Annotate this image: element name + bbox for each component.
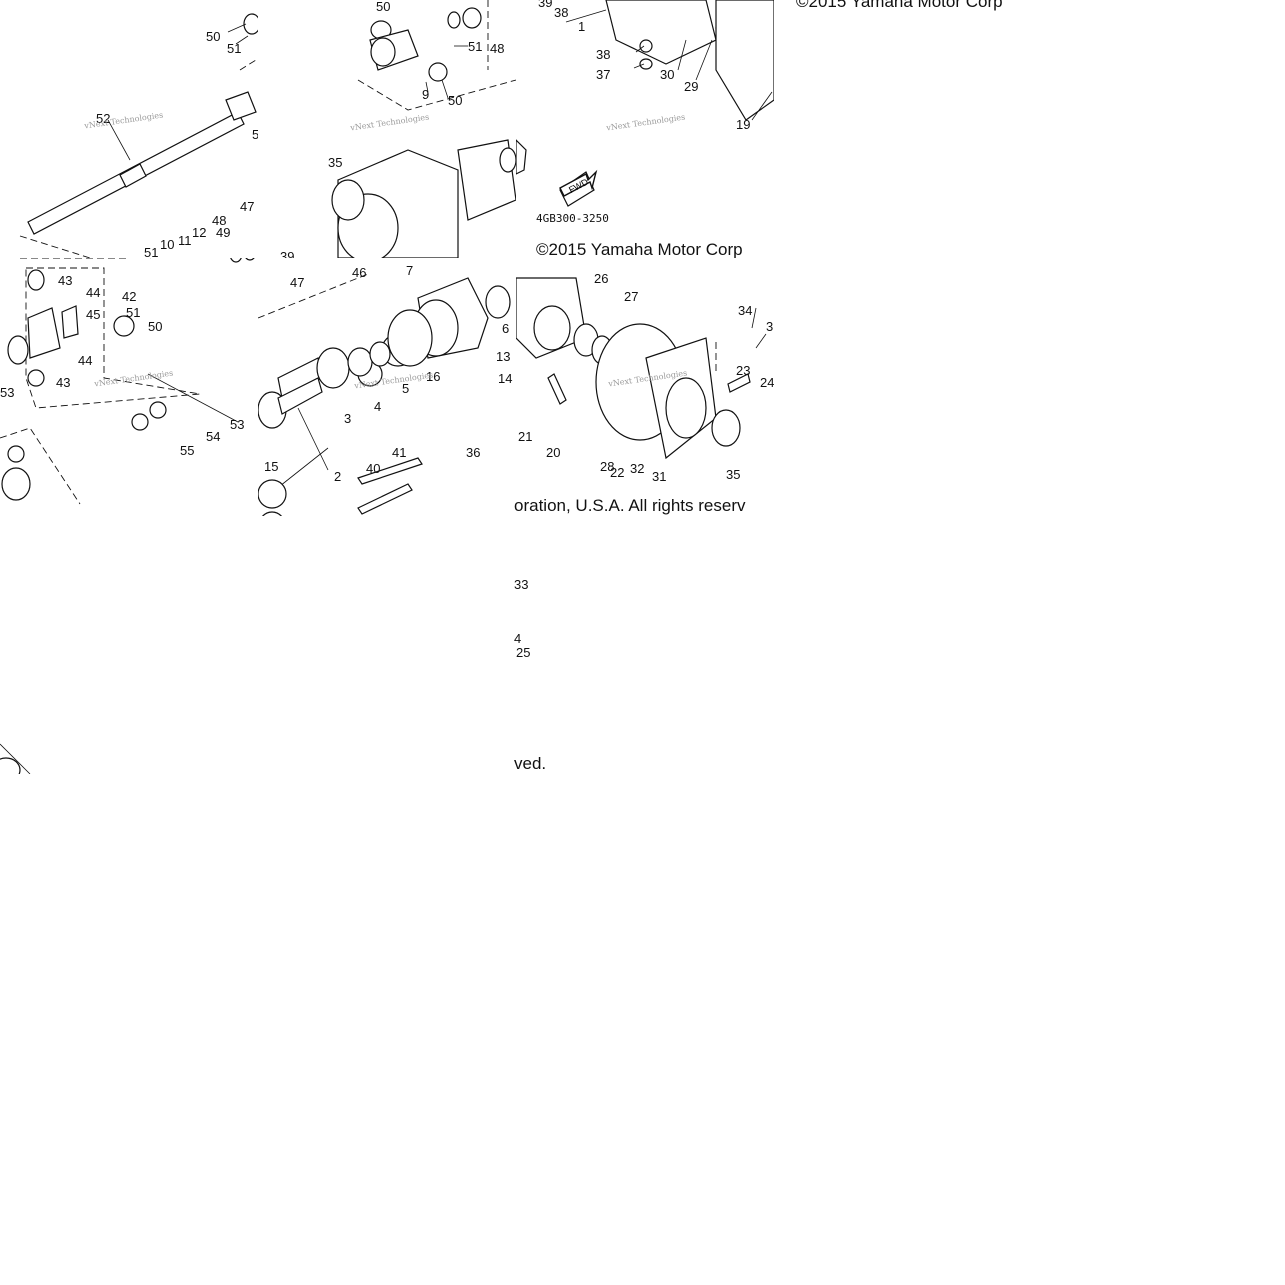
callout-51: 51 <box>144 245 159 258</box>
callout-2: 2 <box>334 469 342 484</box>
ujoint-drawing <box>0 267 239 505</box>
callout-11: 11 <box>178 233 192 248</box>
callout-13: 13 <box>496 349 511 364</box>
callout-46: 46 <box>352 265 367 280</box>
callout-4: 4 <box>374 399 382 414</box>
callout-49: 49 <box>216 225 231 240</box>
diagram-tile-yoke: 50 51 9 50 48 vNext Technologies <box>258 0 516 258</box>
callout-35: 35 <box>726 467 741 482</box>
callout-21: 21 <box>518 429 533 444</box>
yoke-drawing <box>331 0 516 258</box>
callout-36: 36 <box>466 445 481 460</box>
callout-32: 32 <box>630 461 645 476</box>
copyright-fragment: ©2015 Yamaha Motor Corp <box>796 0 1003 11</box>
callout-16: 16 <box>426 369 441 384</box>
callout-29: 29 <box>684 79 699 94</box>
callout-5: 5 <box>402 381 410 396</box>
callout-22: 22 <box>610 465 625 480</box>
callout-38: 38 <box>554 5 569 20</box>
bottom-left-drawing <box>0 743 31 774</box>
callout-50: 50 <box>148 319 163 334</box>
callout-7: 7 <box>406 263 414 278</box>
casegear-drawing <box>516 277 767 460</box>
diagram-tile-housing-top: 35 39 <box>258 130 516 258</box>
shaft-lower-drawing <box>20 258 255 263</box>
callout-3: 3 <box>344 411 352 426</box>
callout-48: 48 <box>212 213 227 228</box>
callout-15: 15 <box>264 459 279 474</box>
callout-51: 51 <box>227 41 242 56</box>
callout-43b: 43 <box>56 375 71 390</box>
callout-27: 27 <box>624 289 639 304</box>
callout-6: 6 <box>502 321 510 336</box>
diagram-tile-shaft-lower <box>0 258 258 516</box>
callout-50b: 50 <box>448 93 463 108</box>
callout-51: 51 <box>468 39 483 54</box>
callout-33: 33 <box>514 577 529 592</box>
callout-48: 48 <box>490 41 505 56</box>
callout-24: 24 <box>760 375 774 390</box>
callout-50: 50 <box>206 29 221 44</box>
callout-47: 47 <box>240 200 255 214</box>
callout-28: 28 <box>600 459 615 474</box>
callout-4: 4 <box>514 631 522 646</box>
callout-44: 44 <box>86 285 101 300</box>
callout-53: 53 <box>0 385 15 400</box>
callout-38b: 38 <box>596 47 611 62</box>
callout-51: 51 <box>126 305 141 320</box>
callout-31: 31 <box>652 469 667 484</box>
callout-54: 54 <box>206 429 221 444</box>
shaft-drawing <box>19 13 258 258</box>
diagram-tile-cover: 39 38 1 38 37 30 29 19 vNext Technologie… <box>516 0 774 258</box>
callout-25: 25 <box>516 645 531 660</box>
callout-50: 50 <box>376 0 391 14</box>
forward-arrow-icon: FWD <box>556 168 600 209</box>
callout-12: 12 <box>192 225 207 240</box>
callout-41: 41 <box>392 445 407 460</box>
diagram-tile-shaft-parts: 51 10 11 12 48 47 49 <box>0 200 258 258</box>
callout-43: 43 <box>58 273 73 288</box>
pinion-drawing <box>261 277 511 516</box>
diagram-code: 4GB300-3250 <box>536 212 609 225</box>
copyright-fragment: ved. <box>514 754 547 773</box>
callout-34: 34 <box>738 303 753 318</box>
callout-30: 30 <box>660 67 675 82</box>
callout-1: 1 <box>578 19 586 34</box>
callout-23: 23 <box>736 363 751 378</box>
callout-42: 42 <box>122 289 137 304</box>
callout-55: 55 <box>180 443 195 458</box>
callout-39: 39 <box>538 0 553 10</box>
callout-44b: 44 <box>78 353 93 368</box>
copyright-fragment: oration, U.S.A. All rights reserv <box>514 496 746 515</box>
callout-5: 5 <box>252 127 258 142</box>
callout-40: 40 <box>366 461 381 476</box>
callout-19: 19 <box>736 117 751 132</box>
callout-39: 39 <box>280 249 295 258</box>
diagram-tile-bottom-left: 18 17 <box>0 516 258 774</box>
callout-47: 47 <box>290 275 305 290</box>
callout-45: 45 <box>86 307 101 322</box>
callout-10: 10 <box>160 237 175 252</box>
callout-37: 37 <box>596 67 611 82</box>
callout-35: 35 <box>328 155 343 170</box>
callout-26: 26 <box>594 271 609 286</box>
diagram-tile-shaft: 50 51 52 5 vNext Technologies <box>0 0 258 258</box>
callout-3: 3 <box>766 319 774 334</box>
diagram-tile-casegear: 26 27 34 3 23 24 21 20 28 22 32 31 35 vN… <box>516 258 774 516</box>
diagram-tile-blank: ©2015 Yamaha Motor Corp <box>774 0 1032 258</box>
callout-14: 14 <box>498 371 513 386</box>
callout-20: 20 <box>546 445 561 460</box>
callout-52: 52 <box>96 111 111 126</box>
diagram-tile-pinion: 7 16 6 13 14 3 4 5 2 15 40 41 36 8 vNext… <box>258 258 516 516</box>
diagram-tile-ujoint: 43 44 42 45 51 50 53 44 43 55 54 53 vNex… <box>0 258 258 516</box>
callout-53b: 53 <box>230 417 245 432</box>
copyright-fragment: ©2015 Yamaha Motor Corp <box>536 240 743 258</box>
callout-9: 9 <box>422 87 430 102</box>
